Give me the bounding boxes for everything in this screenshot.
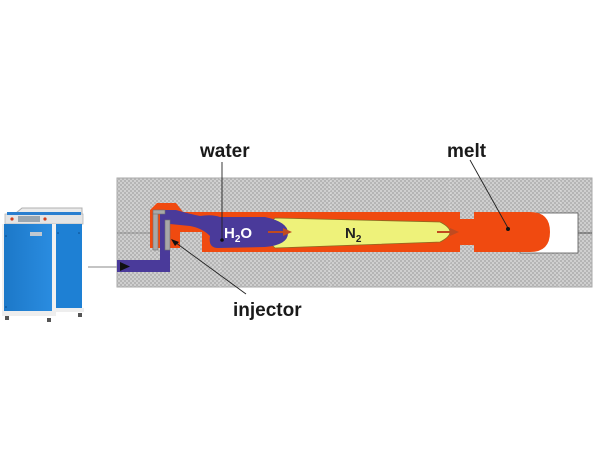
machine-side-panel xyxy=(56,224,82,310)
water-label: water xyxy=(199,141,250,162)
injector-nozzle xyxy=(152,209,171,251)
control-panel-display xyxy=(18,216,40,222)
n2-label: N2 xyxy=(345,225,362,245)
injector-label: injector xyxy=(233,300,302,321)
injector-leader-line xyxy=(171,239,247,295)
melt-label: melt xyxy=(447,141,487,162)
flow-arrow-water-icon xyxy=(268,228,292,236)
water-injection-machine xyxy=(2,207,84,322)
h2o-label: H2O xyxy=(224,225,252,245)
water-region xyxy=(117,210,288,272)
inlet-arrow-icon xyxy=(120,262,130,271)
melt-leader-line xyxy=(469,159,509,229)
injector-pointer-icon xyxy=(171,239,179,246)
flow-arrow-gas-icon xyxy=(437,228,459,236)
machine-front-panel xyxy=(4,224,52,312)
